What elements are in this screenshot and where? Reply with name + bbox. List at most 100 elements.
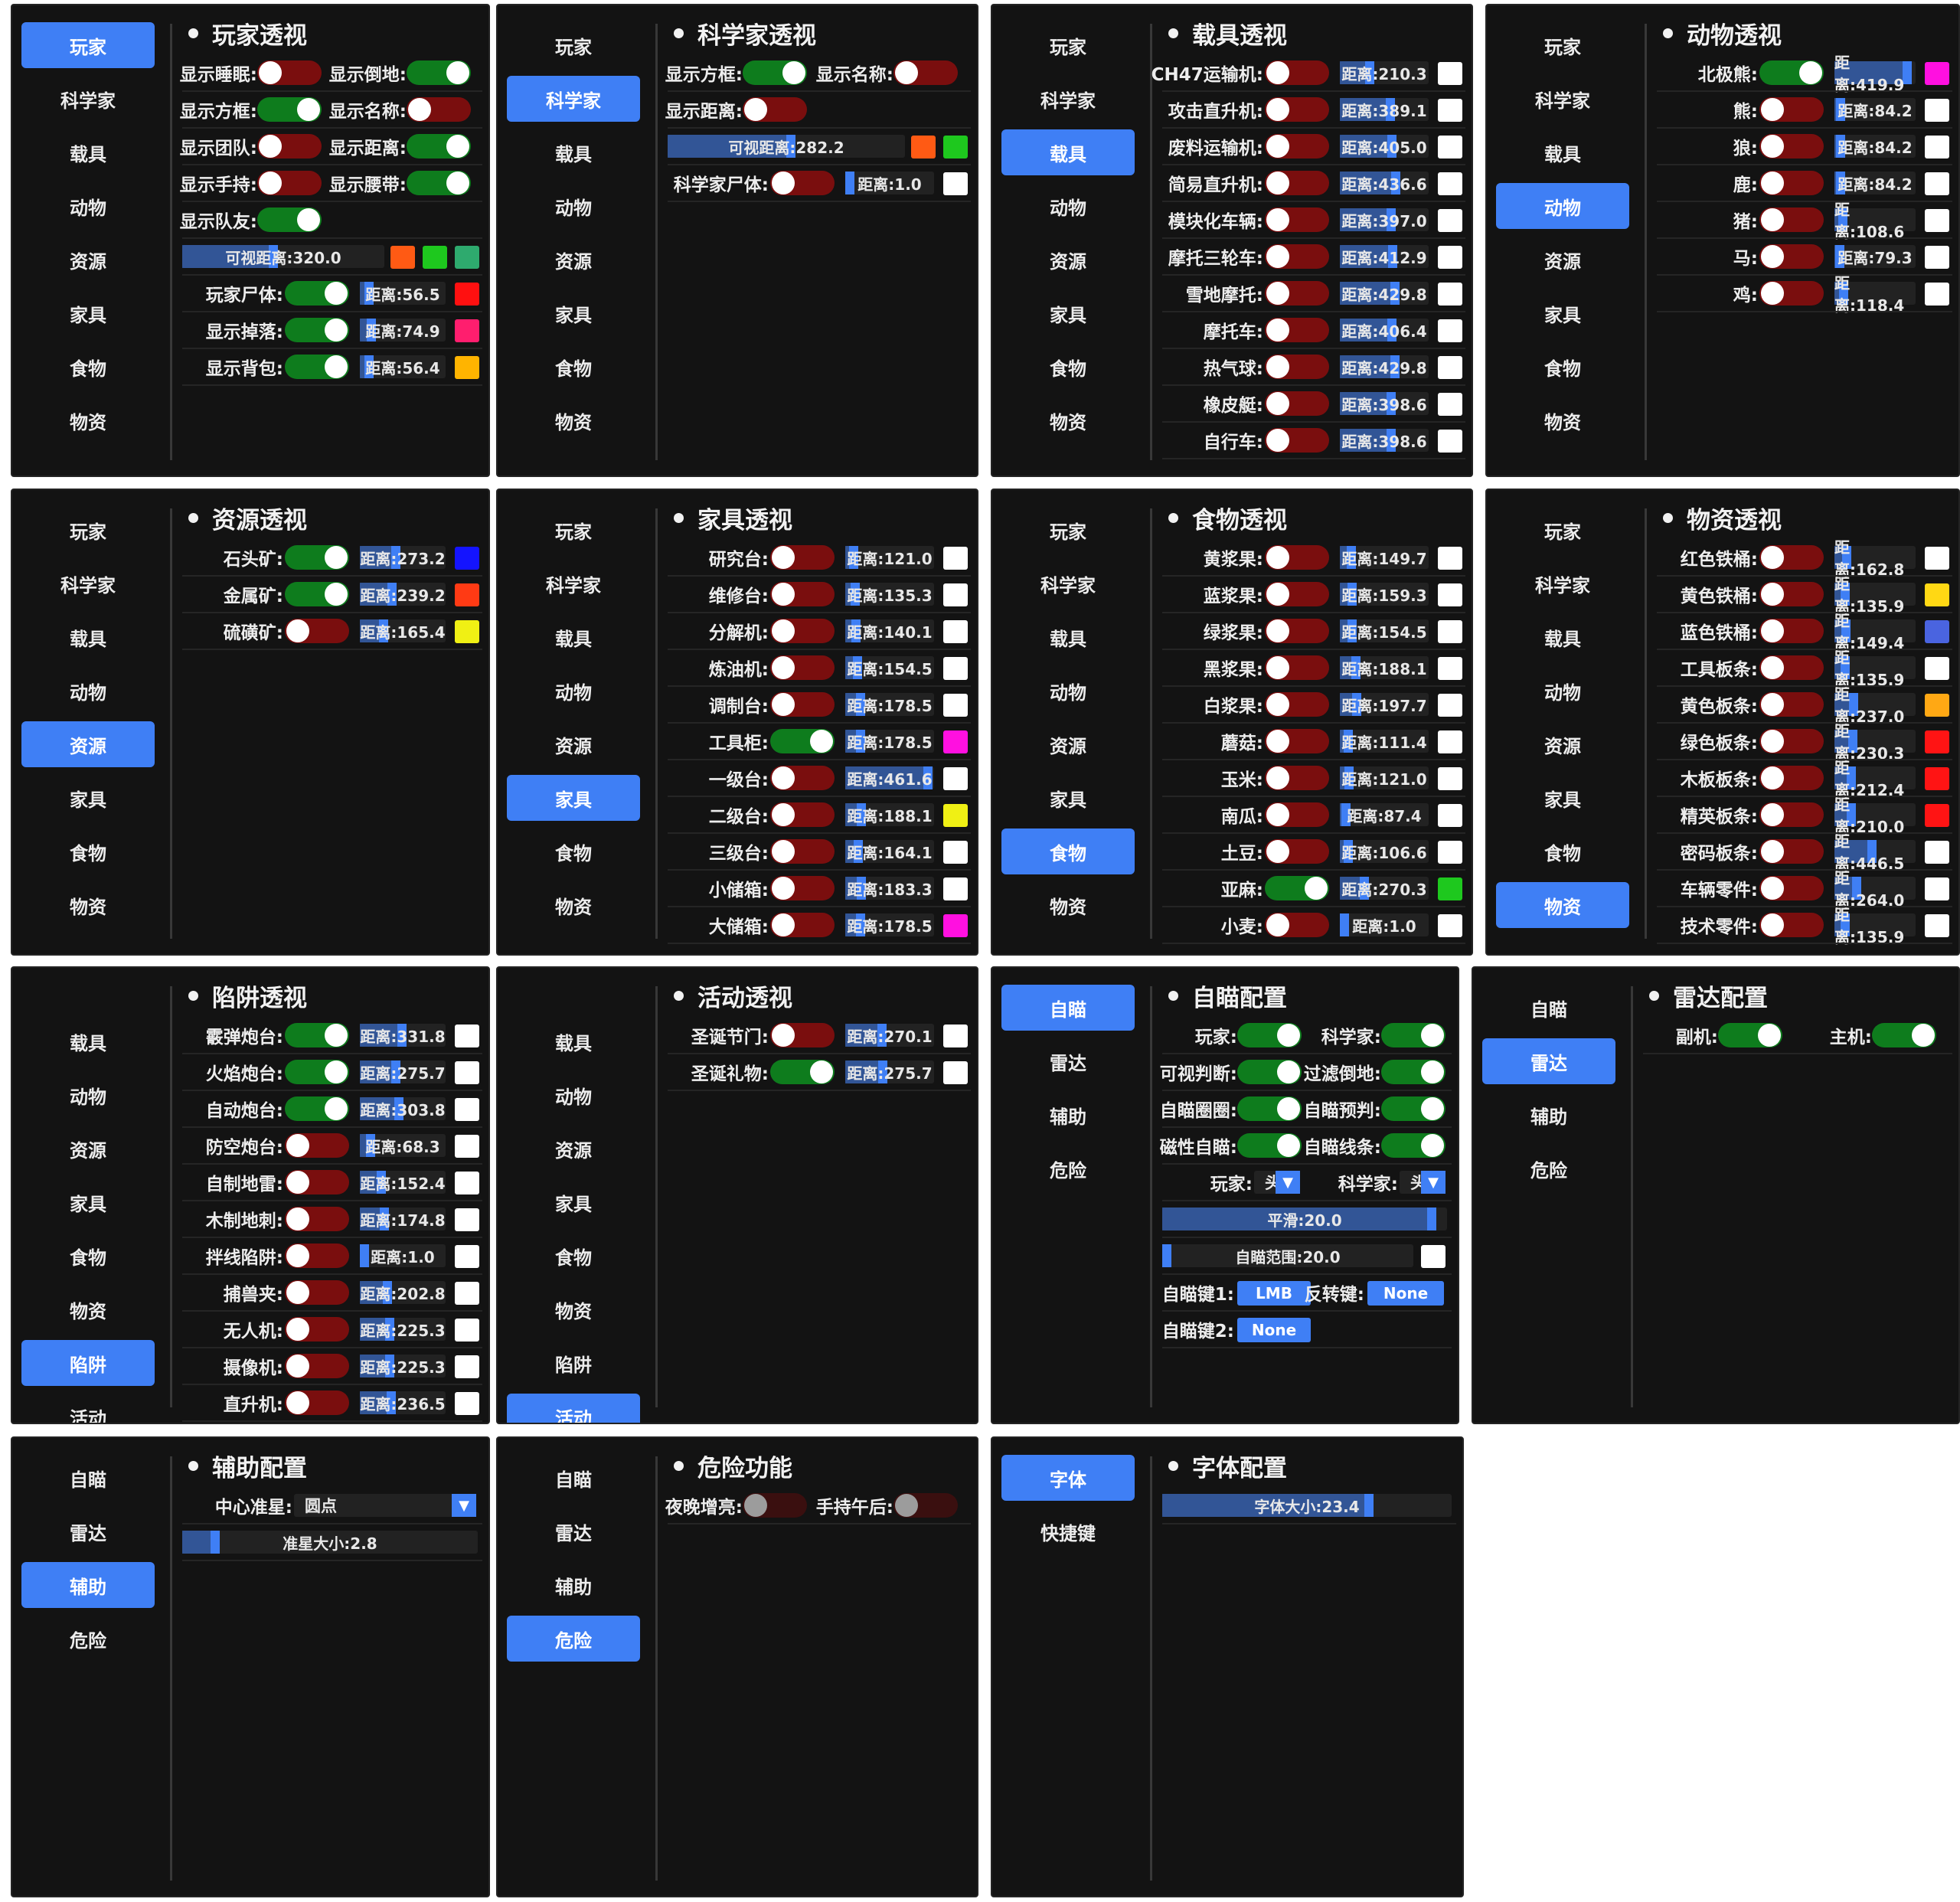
- distance-slider[interactable]: 距离:121.0: [1340, 766, 1429, 789]
- toggle-switch[interactable]: [1265, 913, 1329, 937]
- toggle-switch[interactable]: [743, 60, 807, 85]
- distance-slider[interactable]: 距离:84.2: [1834, 172, 1916, 194]
- slider-grab[interactable]: [856, 913, 865, 936]
- slider-grab[interactable]: [849, 546, 858, 569]
- toggle-switch[interactable]: [1265, 171, 1329, 195]
- toggle-switch[interactable]: [285, 1133, 349, 1158]
- color-swatch[interactable]: [1925, 767, 1949, 790]
- nav-vehicle[interactable]: 载具: [70, 143, 106, 165]
- distance-slider[interactable]: 距离:331.8: [360, 1024, 446, 1047]
- nav-player[interactable]: 玩家: [1050, 36, 1086, 58]
- slider-grab[interactable]: [1344, 766, 1354, 789]
- slider-grab[interactable]: [1348, 583, 1357, 606]
- aim-key-2-button[interactable]: None: [1237, 1318, 1311, 1342]
- nav-animal[interactable]: 动物: [1496, 183, 1629, 229]
- distance-slider[interactable]: 距离:118.4: [1834, 274, 1916, 315]
- nav-player[interactable]: 玩家: [1050, 521, 1086, 543]
- distance-slider[interactable]: 距离:183.3: [845, 877, 934, 900]
- nav-scientist[interactable]: 科学家: [507, 76, 640, 122]
- slider-grab[interactable]: [391, 546, 400, 569]
- distance-slider[interactable]: 距离:406.4: [1340, 319, 1429, 342]
- toggle-switch[interactable]: [1759, 839, 1824, 864]
- color-swatch[interactable]: [1438, 246, 1462, 269]
- distance-slider[interactable]: 距离:188.1: [1340, 656, 1429, 679]
- distance-slider[interactable]: 距离:446.5: [1834, 832, 1916, 873]
- nav-scientist[interactable]: 科学家: [1535, 90, 1590, 112]
- nav-assist[interactable]: 辅助: [21, 1562, 155, 1608]
- slider-grab[interactable]: [854, 840, 863, 863]
- slider-grab[interactable]: [1390, 282, 1400, 305]
- slider-grab[interactable]: [360, 1244, 369, 1267]
- toggle-switch[interactable]: [1872, 1023, 1936, 1047]
- toggle-switch[interactable]: [285, 1280, 349, 1305]
- toggle-switch[interactable]: [1381, 1133, 1446, 1158]
- slider-grab[interactable]: [851, 583, 860, 606]
- toggle-switch[interactable]: [1265, 692, 1329, 717]
- nav-resource[interactable]: 资源: [70, 250, 106, 273]
- nav-supply[interactable]: 物资: [70, 896, 106, 918]
- distance-slider[interactable]: 距离:87.4: [1340, 803, 1429, 826]
- slider-grab[interactable]: [387, 1391, 396, 1414]
- distance-slider[interactable]: 距离:202.8: [360, 1281, 446, 1304]
- distance-slider[interactable]: 距离:225.3: [360, 1355, 446, 1377]
- color-swatch[interactable]: [1925, 804, 1949, 827]
- nav-event[interactable]: 活动: [70, 1407, 106, 1424]
- nav-furniture[interactable]: 家具: [507, 775, 640, 821]
- nav-vehicle[interactable]: 载具: [1001, 129, 1135, 175]
- toggle-switch[interactable]: [1759, 619, 1824, 643]
- nav-food[interactable]: 食物: [1544, 358, 1581, 380]
- toggle-switch[interactable]: [770, 1023, 835, 1047]
- nav-animal[interactable]: 动物: [1050, 197, 1086, 219]
- nav-food[interactable]: 食物: [70, 1247, 106, 1269]
- toggle-switch[interactable]: [1265, 244, 1329, 269]
- color-swatch[interactable]: [1925, 583, 1949, 606]
- nav-hotkey[interactable]: 快捷键: [1040, 1522, 1096, 1544]
- distance-slider[interactable]: 距离:149.4: [1834, 612, 1916, 652]
- distance-slider[interactable]: 距离:121.0: [845, 546, 934, 569]
- nav-resource[interactable]: 资源: [1544, 250, 1581, 273]
- color-swatch[interactable]: [943, 877, 968, 900]
- slider-grab[interactable]: [1841, 656, 1850, 679]
- toggle-switch[interactable]: [770, 655, 835, 680]
- color-swatch[interactable]: [1421, 1245, 1446, 1268]
- toggle-switch[interactable]: [893, 60, 958, 85]
- nav-supply[interactable]: 物资: [1544, 411, 1581, 433]
- color-swatch[interactable]: [943, 730, 968, 753]
- distance-slider[interactable]: 距离:225.3: [360, 1318, 446, 1341]
- color-swatch[interactable]: [943, 657, 968, 680]
- toggle-switch[interactable]: [1759, 582, 1824, 606]
- slider-grab[interactable]: [1341, 803, 1351, 826]
- slider-grab[interactable]: [923, 766, 933, 789]
- color-swatch[interactable]: [943, 694, 968, 717]
- color-swatch[interactable]: [1438, 657, 1462, 680]
- color-swatch[interactable]: [1438, 99, 1462, 122]
- distance-slider[interactable]: 距离:154.5: [845, 656, 934, 679]
- toggle-switch[interactable]: [285, 1060, 349, 1084]
- slider-grab[interactable]: [1365, 61, 1374, 84]
- toggle-switch[interactable]: [285, 1207, 349, 1231]
- color-swatch[interactable]: [943, 767, 968, 790]
- color-swatch[interactable]: [943, 841, 968, 864]
- slider-grab[interactable]: [1348, 619, 1357, 642]
- color-swatch[interactable]: [1925, 914, 1949, 937]
- slider-grab[interactable]: [1867, 840, 1877, 863]
- distance-slider[interactable]: 距离:178.5: [845, 730, 934, 753]
- slider-grab[interactable]: [856, 730, 865, 753]
- distance-slider[interactable]: 距离:210.0: [1834, 796, 1916, 836]
- toggle-switch[interactable]: [1265, 318, 1329, 342]
- distance-slider[interactable]: 距离:149.7: [1340, 546, 1429, 569]
- distance-slider[interactable]: 距离:398.6: [1340, 429, 1429, 452]
- distance-slider[interactable]: 距离:230.3: [1834, 722, 1916, 763]
- distance-slider[interactable]: 距离:84.2: [1834, 98, 1916, 121]
- toggle-switch[interactable]: [1265, 766, 1329, 790]
- toggle-switch[interactable]: [770, 619, 835, 643]
- slider-grab[interactable]: [387, 583, 397, 606]
- nav-danger[interactable]: 危险: [1530, 1159, 1567, 1181]
- color-swatch[interactable]: [943, 1061, 968, 1084]
- toggle-switch[interactable]: [1265, 802, 1329, 827]
- distance-slider[interactable]: 距离:398.6: [1340, 392, 1429, 415]
- distance-slider[interactable]: 距离:1.0: [845, 172, 934, 194]
- toggle-switch[interactable]: [257, 208, 322, 232]
- toggle-switch[interactable]: [770, 729, 835, 753]
- distance-slider[interactable]: 距离:154.5: [1340, 619, 1429, 642]
